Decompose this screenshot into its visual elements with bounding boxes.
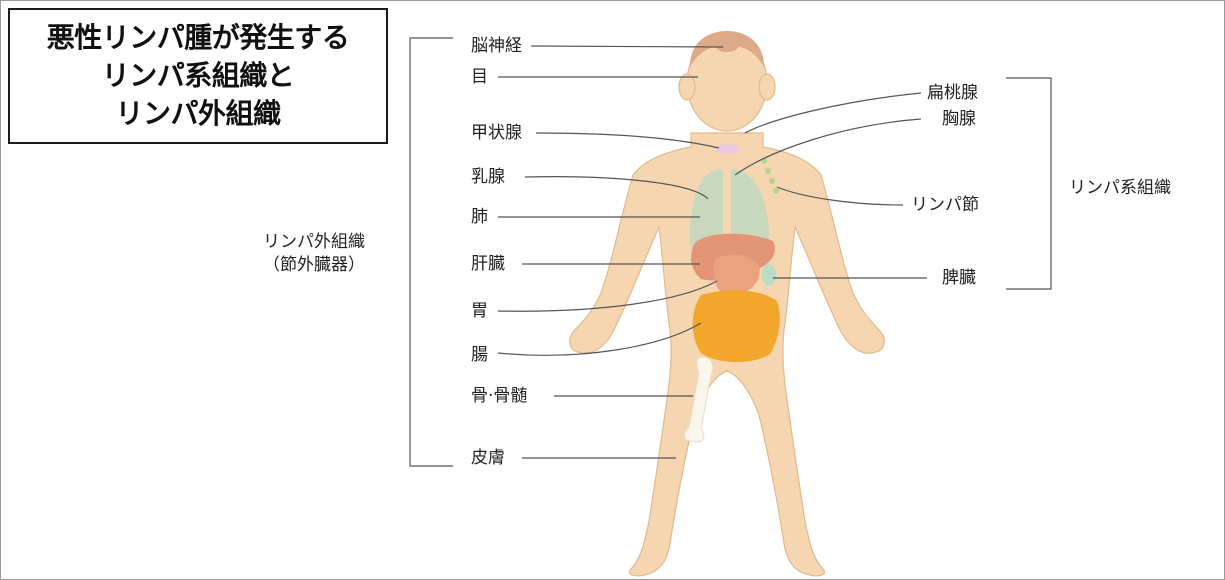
thyroid [715,144,739,154]
left-ear [679,74,695,100]
spleen [762,264,776,286]
title-line-3: リンパ外組織 [115,95,280,133]
title-box: 悪性リンパ腫が発生する リンパ系組織と リンパ外組織 [8,8,388,144]
label-breast: 乳腺 [471,167,505,187]
left-group-label-line-1: リンパ外組織 [263,231,365,254]
brain-dot [715,38,739,52]
label-liver: 肝臓 [471,254,505,274]
label-skin: 皮膚 [471,448,505,468]
right-group-label: リンパ系組織 [1069,177,1171,200]
label-stomach: 胃 [471,301,488,321]
right-ear [759,74,775,100]
left-group-label: リンパ外組織 （節外臓器） [263,231,365,277]
intestine [693,290,780,362]
lymph-node-4 [773,188,779,194]
left-group-bracket [410,38,453,466]
label-brain-nerve: 脳神経 [471,36,522,56]
lymph-node-2 [765,168,771,174]
lymph-node-3 [769,178,775,184]
leader-brain-nerve [531,46,723,47]
title-line-1: 悪性リンパ腫が発生する [47,19,350,57]
label-lung: 肺 [471,207,488,227]
label-thyroid: 甲状腺 [471,123,522,143]
leader-tonsil [745,93,921,133]
right-group-bracket [1006,78,1051,289]
label-intestine: 腸 [471,345,488,365]
label-eye: 目 [471,67,488,87]
label-thymus: 胸腺 [942,109,976,129]
title-line-2: リンパ系組織と [102,57,295,95]
left-group-label-line-2: （節外臓器） [263,254,365,277]
label-spleen: 脾臓 [942,268,976,288]
label-bone-marrow: 骨·骨髄 [471,386,527,406]
label-tonsil: 扁桃腺 [927,83,978,103]
label-lymph-node: リンパ節 [911,195,979,215]
